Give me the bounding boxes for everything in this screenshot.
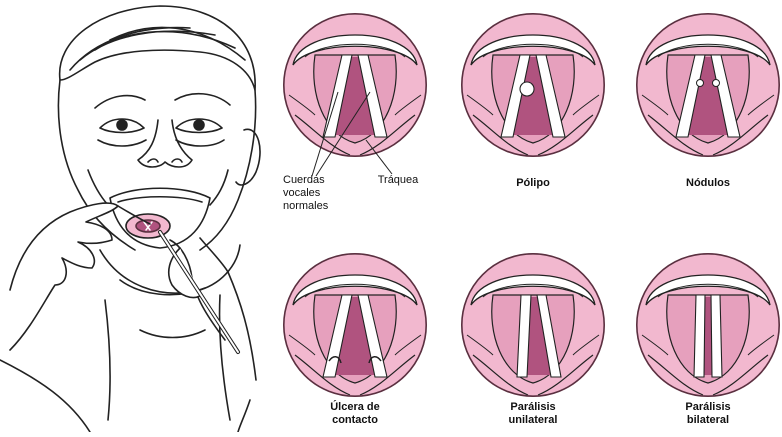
- label-nodules: Nódulos: [668, 177, 748, 190]
- label-normal-vocal-cords: Cuerdas vocales normales: [283, 174, 353, 213]
- patient-illustration: [0, 6, 260, 432]
- label-polyp: Pólipo: [493, 177, 573, 190]
- label-contact-ulcer: Úlcera de contacto: [315, 401, 395, 427]
- laryngoscope-views: [283, 13, 780, 397]
- label-trachea: Tráquea: [368, 174, 428, 187]
- label-unilateral-paralysis: Parálisis unilateral: [493, 401, 573, 427]
- label-bilateral-paralysis: Parálisis bilateral: [668, 401, 748, 427]
